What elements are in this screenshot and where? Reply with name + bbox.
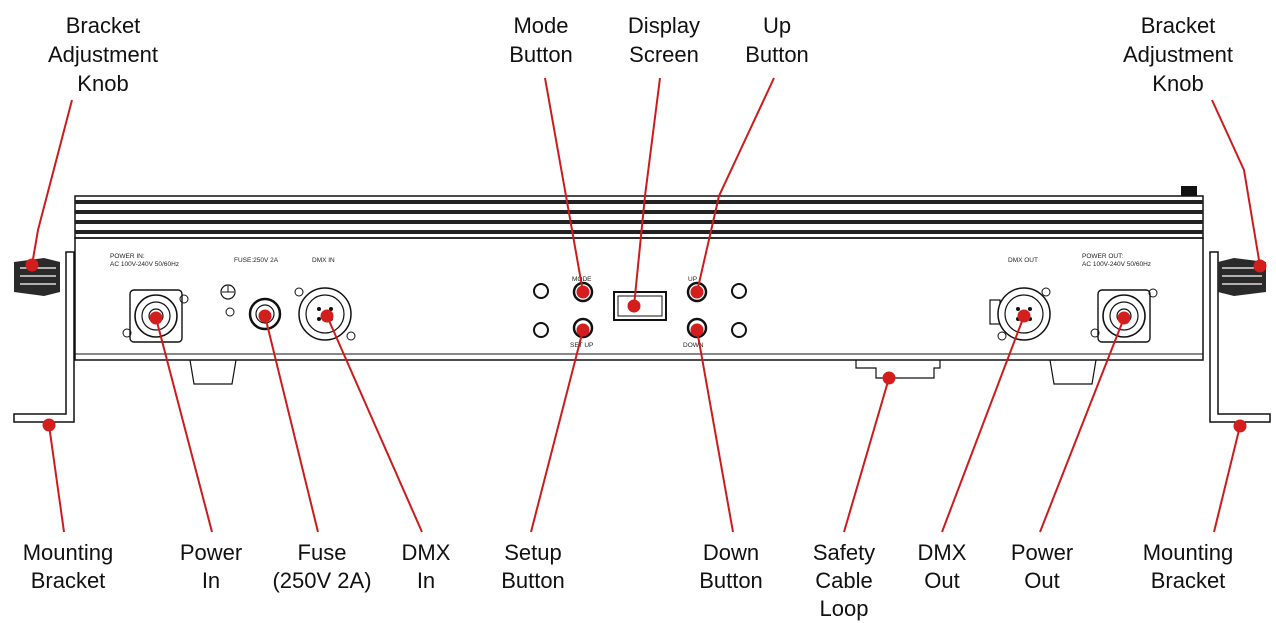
safety-cable-loop (855, 360, 941, 379)
svg-text:Screen: Screen (629, 42, 699, 67)
panel-label-mode: MODE (572, 276, 592, 283)
svg-text:Loop: Loop (820, 596, 869, 621)
panel-labels: POWER IN: AC 100V-240V 50/60Hz FUSE:250V… (110, 253, 1151, 349)
svg-text:Display: Display (628, 13, 700, 38)
svg-text:DMX: DMX (402, 540, 451, 565)
svg-text:Bracket: Bracket (1151, 568, 1226, 593)
svg-text:Up: Up (763, 13, 791, 38)
callout-mode-button: Mode Button (509, 13, 573, 67)
panel-label-down: DOWN (683, 342, 704, 349)
panel-label-power-out-spec: AC 100V-240V 50/60Hz (1082, 261, 1151, 268)
panel-label-dmx-in: DMX IN (312, 257, 335, 264)
svg-text:Knob: Knob (1152, 71, 1203, 96)
callout-power-out: Power Out (1011, 540, 1073, 593)
callout-safety-cable-loop: Safety Cable Loop (813, 540, 875, 621)
svg-text:Cable: Cable (815, 568, 872, 593)
svg-text:Mounting: Mounting (23, 540, 114, 565)
svg-text:(250V 2A): (250V 2A) (272, 568, 371, 593)
panel-label-fuse: FUSE:250V 2A (234, 257, 279, 264)
svg-text:Button: Button (509, 42, 573, 67)
callout-dots (25, 258, 1267, 433)
svg-text:Mounting: Mounting (1143, 540, 1234, 565)
callout-bracket-knob-right: Bracket Adjustment Knob (1123, 13, 1233, 96)
svg-text:Power: Power (1011, 540, 1073, 565)
callout-setup-button: Setup Button (501, 540, 565, 593)
panel-label-power-in: POWER IN: (110, 253, 145, 260)
svg-text:Knob: Knob (77, 71, 128, 96)
ground-symbol-icon (220, 284, 236, 317)
svg-text:Fuse: Fuse (298, 540, 347, 565)
svg-text:In: In (417, 568, 435, 593)
heat-sink-ribs (75, 200, 1203, 234)
callout-display-screen: Display Screen (628, 13, 700, 67)
svg-text:Button: Button (745, 42, 809, 67)
panel-label-dmx-out: DMX OUT (1008, 257, 1038, 264)
svg-text:In: In (202, 568, 220, 593)
bracket-adjustment-knob-left (14, 258, 60, 296)
callout-power-in: Power In (180, 540, 242, 593)
svg-text:Bracket: Bracket (1141, 13, 1216, 38)
panel-label-setup: SET UP (570, 342, 593, 349)
callout-mounting-bracket-right: Mounting Bracket (1143, 540, 1234, 593)
svg-text:Button: Button (501, 568, 565, 593)
svg-text:Down: Down (703, 540, 759, 565)
svg-text:Adjustment: Adjustment (48, 42, 158, 67)
callout-dmx-out: DMX Out (918, 540, 967, 593)
callout-dmx-in: DMX In (402, 540, 451, 593)
panel-label-power-in-spec: AC 100V-240V 50/60Hz (110, 261, 179, 268)
svg-text:Safety: Safety (813, 540, 875, 565)
callout-down-button: Down Button (699, 540, 763, 593)
callout-bracket-knob-left: Bracket Adjustment Knob (48, 13, 158, 96)
svg-text:Adjustment: Adjustment (1123, 42, 1233, 67)
mounting-bracket-right (1209, 251, 1271, 423)
svg-text:Bracket: Bracket (66, 13, 141, 38)
svg-text:Power: Power (180, 540, 242, 565)
leader-lines (31, 77, 1261, 533)
callout-mounting-bracket-left: Mounting Bracket (23, 540, 114, 593)
callout-up-button: Up Button (745, 13, 809, 67)
panel-label-up: UP (688, 276, 697, 283)
svg-text:Button: Button (699, 568, 763, 593)
svg-text:DMX: DMX (918, 540, 967, 565)
svg-text:Out: Out (1024, 568, 1059, 593)
svg-text:Out: Out (924, 568, 959, 593)
svg-text:Setup: Setup (504, 540, 562, 565)
panel-label-power-out: POWER OUT: (1082, 253, 1123, 260)
svg-text:Mode: Mode (513, 13, 568, 38)
svg-text:Bracket: Bracket (31, 568, 106, 593)
mounting-bracket-left (13, 251, 75, 423)
callout-fuse: Fuse (250V 2A) (272, 540, 371, 593)
fixture-body (74, 186, 1204, 385)
